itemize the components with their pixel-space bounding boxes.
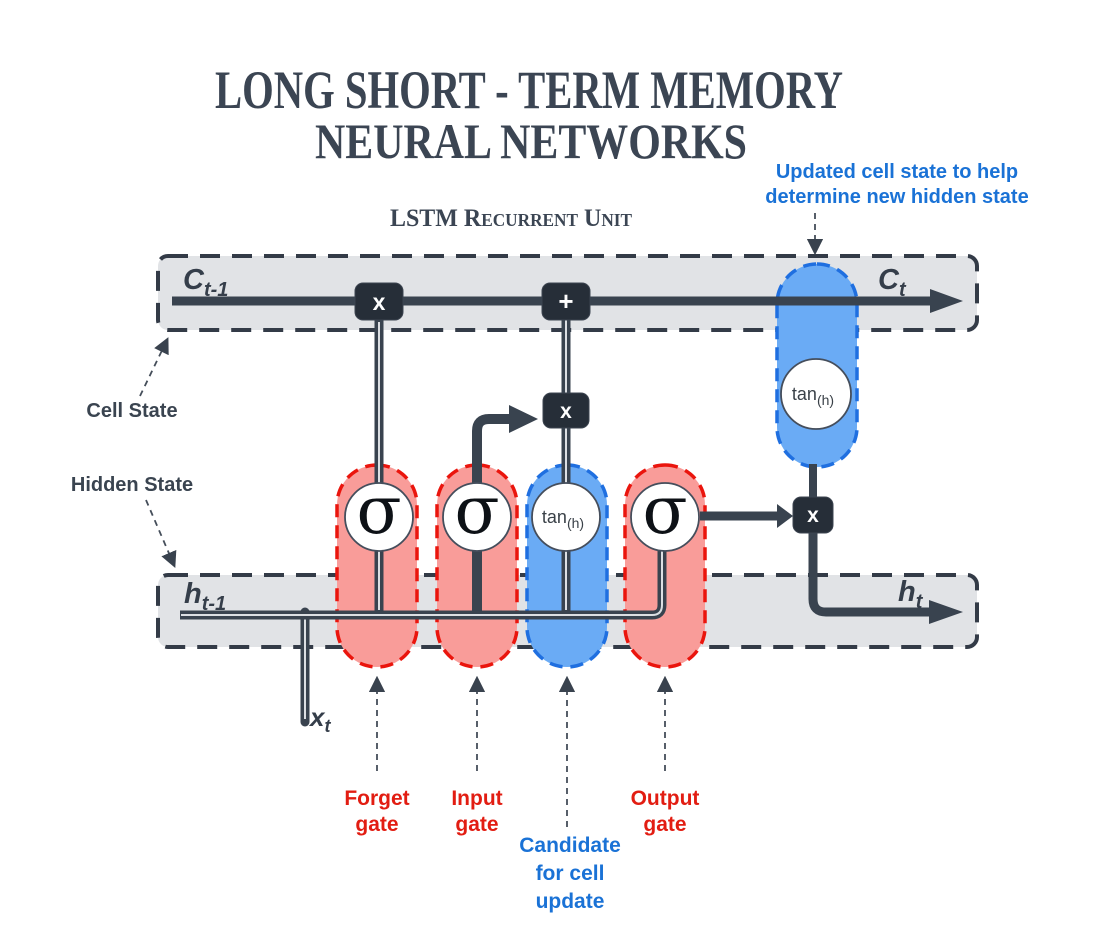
add-glyph: + (558, 286, 573, 316)
candidate-tanh-glyph: tan(h) (542, 507, 584, 531)
hidden-out-sub: t (916, 591, 924, 613)
cell-out-sub: t (899, 279, 907, 301)
diagram-subtitle: LSTM Recurrent Unit (390, 205, 632, 232)
forget-multiply-box (354, 282, 404, 321)
input-gate-wire (472, 414, 510, 612)
output-sigma-node: σ (630, 472, 700, 552)
forget-multiply-glyph: x (373, 289, 386, 315)
candidate-tanh-node: tan(h) (531, 482, 601, 552)
updated-cell-tanh-circle (780, 358, 852, 430)
hidden-out-label: ht (898, 576, 924, 613)
hidden-in-sub: t-1 (202, 593, 226, 615)
updated-cell-tanh-node: tan(h) (780, 358, 852, 430)
input-vector-base: x (308, 702, 326, 732)
input-gate-label-line2: gate (455, 813, 498, 836)
output-gate-arrowhead (777, 504, 793, 528)
cell-state-note: Cell State (86, 400, 177, 422)
updated-cell-note-line1: Updated cell state to help (776, 161, 1018, 183)
input-sigma-circle (442, 482, 512, 552)
forget-multiply-operator: x (354, 282, 404, 321)
hidden-state-pointer-arrow (145, 499, 177, 568)
hidden-in-base: h (184, 578, 202, 610)
input-sigma-node: σ (442, 472, 512, 552)
candidate-tanh-circle (531, 482, 601, 552)
output-multiply-operator: x (792, 496, 834, 534)
input-sigma-glyph: σ (454, 472, 499, 549)
cell-in-sub: t-1 (204, 279, 228, 301)
candidate-label-line3: update (536, 890, 605, 913)
output-multiply-glyph: x (807, 504, 819, 527)
input-gate-arrowhead (509, 405, 538, 433)
forget-sigma-glyph: σ (356, 472, 401, 549)
hidden-state-line-core (181, 551, 663, 616)
output-gate-label-line1: Output (631, 787, 700, 810)
page-title-line2: NEURAL NETWORKS (315, 113, 747, 169)
candidate-multiply-box (542, 392, 590, 429)
hidden-output-arrowhead (929, 600, 963, 624)
updated-cell-note-line2: determine new hidden state (765, 186, 1028, 208)
output-sigma-circle (630, 482, 700, 552)
candidate-multiply-operator: x (542, 392, 590, 429)
forget-gate-label-line2: gate (355, 813, 398, 836)
output-multiply-box (792, 496, 834, 534)
candidate-tanh-sub: (h) (567, 515, 584, 531)
cell-in-base: C (183, 264, 205, 296)
output-sigma-glyph: σ (642, 472, 687, 549)
page-title-line1: LONG SHORT - TERM MEMORY (215, 60, 843, 120)
input-vector-label: xt (308, 702, 331, 736)
cell-out-label: Ct (878, 264, 907, 301)
candidate-tanh-base: tan (542, 507, 567, 527)
add-operator: + (541, 282, 591, 321)
hidden-state-note: Hidden State (71, 474, 193, 496)
candidate-multiply-glyph: x (560, 400, 572, 423)
forget-sigma-node: σ (344, 472, 414, 552)
hidden-out-base: h (898, 576, 916, 608)
input-vector-sub: t (324, 716, 331, 736)
cell-state-arrowhead (930, 289, 963, 313)
hidden-output-wire (808, 533, 930, 617)
updated-cell-tanh-sub: (h) (817, 392, 834, 408)
forget-sigma-circle (344, 482, 414, 552)
forget-gate-label-line1: Forget (344, 787, 409, 810)
output-gate-label-line2: gate (643, 813, 686, 836)
cell-in-label: Ct-1 (183, 264, 228, 301)
cell-out-base: C (878, 264, 900, 296)
add-box (541, 282, 591, 321)
input-gate-label-line1: Input (451, 787, 502, 810)
candidate-label-line2: for cell (536, 862, 605, 885)
hidden-in-label: ht-1 (184, 578, 226, 615)
updated-cell-tanh-glyph: tan(h) (792, 384, 834, 408)
updated-cell-tanh-base: tan (792, 384, 817, 404)
candidate-label-line1: Candidate (519, 834, 621, 857)
